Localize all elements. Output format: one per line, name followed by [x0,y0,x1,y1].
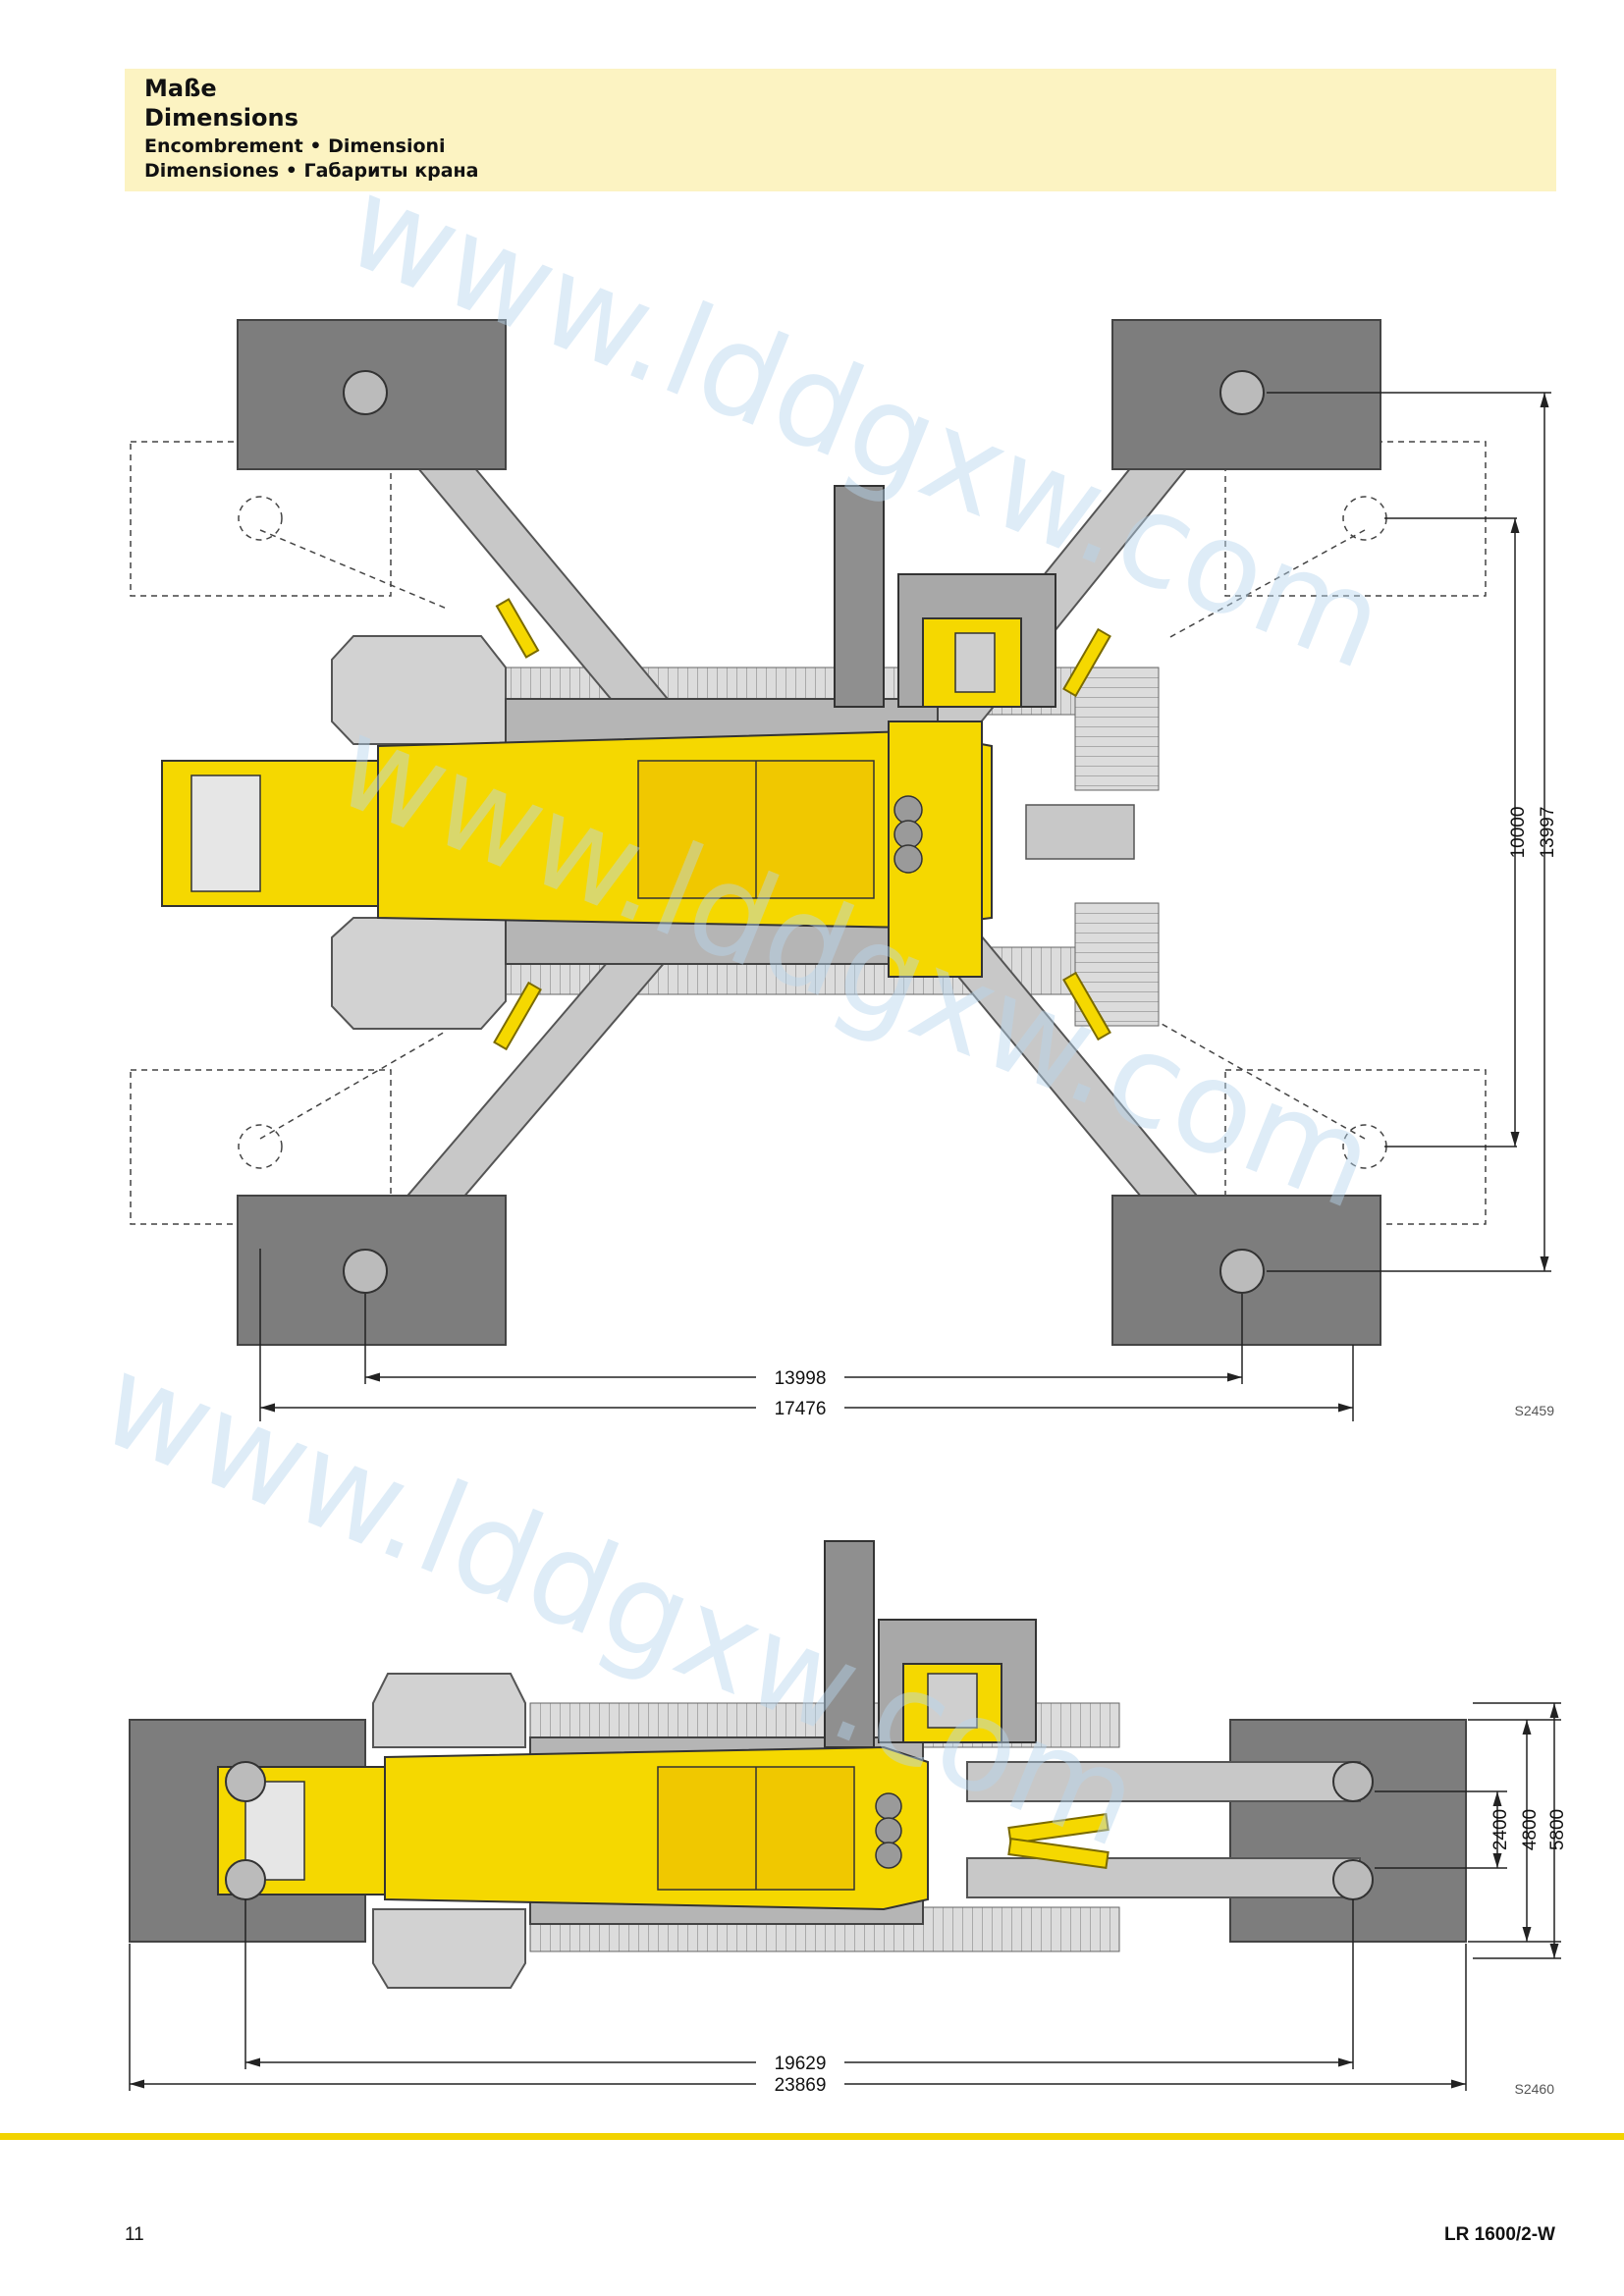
title-spanish-russian: Dimensiones • Габариты крана [144,160,479,182]
title-german: Maße [144,75,217,102]
title-french-italian: Encombrement • Dimensioni [144,135,446,157]
bottom-view-drawing: 19629 23869 2400 4800 5800 S2460 [129,1540,1568,2097]
drawing-code-top: S2459 [1515,1403,1555,1418]
title-english: Dimensions [144,104,298,132]
top-view-drawing: 13998 17476 10000 13997 S2459 [130,319,1558,1421]
counterweight-upper [331,635,507,758]
dim-width-5800: 5800 [1547,1809,1568,1850]
dim-outrigger-inner: 13998 [775,1368,827,1389]
pad-right [1229,1719,1467,1943]
dim-length-inner: 19629 [775,2054,827,2074]
dim-width-2400: 2400 [1490,1809,1511,1850]
footer-rule [0,2133,1624,2140]
dim-vertical-inner: 10000 [1508,807,1529,859]
a-frame-mast [834,485,885,708]
page-number: 11 [125,2224,144,2245]
drawing-code-bottom: S2460 [1515,2081,1555,2097]
dim-length-outer: 23869 [775,2075,827,2096]
dim-outrigger-outer: 17476 [775,1399,827,1419]
counterweight-lower [331,903,507,1030]
dim-vertical-outer: 13997 [1538,807,1558,859]
header-band: Maße Dimensions Encombrement • Dimension… [125,69,1556,191]
dim-width-4800: 4800 [1520,1809,1541,1850]
model-label: LR 1600/2-W [1444,2224,1555,2245]
